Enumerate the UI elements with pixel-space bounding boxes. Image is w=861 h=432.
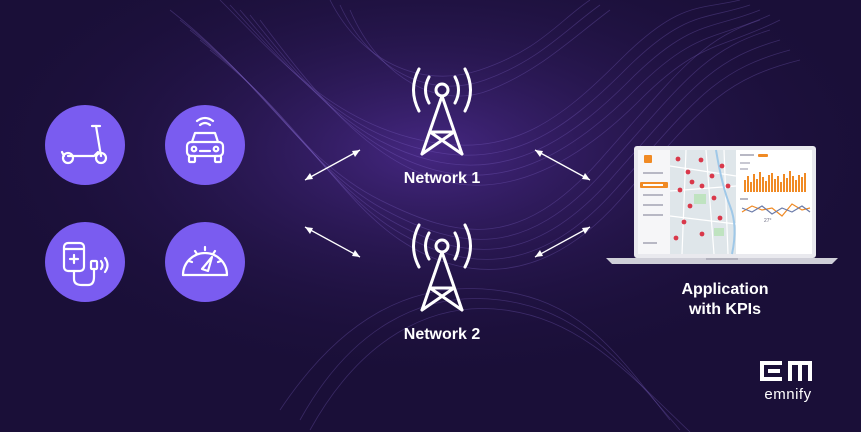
cell-tower-icon [412,67,472,156]
application-label: Application with KPIs [640,280,810,320]
arrow-network2-application [534,226,591,258]
scooter-device [45,105,125,185]
speedometer-icon [181,245,229,277]
scooter-icon [60,124,108,165]
car-icon [185,116,225,164]
brand-name: emnify [764,386,812,403]
application-label-line2: with KPIs [688,301,761,318]
car-device [165,105,245,185]
map-pin-icons [673,156,731,241]
app-bar-chart [744,171,806,192]
speedometer-device [165,222,245,302]
app-logo-mark [644,155,652,163]
cell-tower-icon [412,223,472,312]
app-sidebar [638,150,670,254]
arrow-device-network2 [304,226,361,258]
medical-device [45,222,125,302]
network1-label: Network 1 [403,170,481,187]
application-label-line1: Application [681,281,769,298]
laptop-application: 27° [606,146,838,264]
network2-label: Network 2 [403,326,481,343]
arrow-network1-application [534,149,591,181]
app-temperature: 27° [764,218,772,224]
iv-drip-icon [62,241,109,287]
arrow-device-network1 [304,149,361,181]
emnify-logo [760,361,812,381]
app-line-chart [741,203,811,217]
